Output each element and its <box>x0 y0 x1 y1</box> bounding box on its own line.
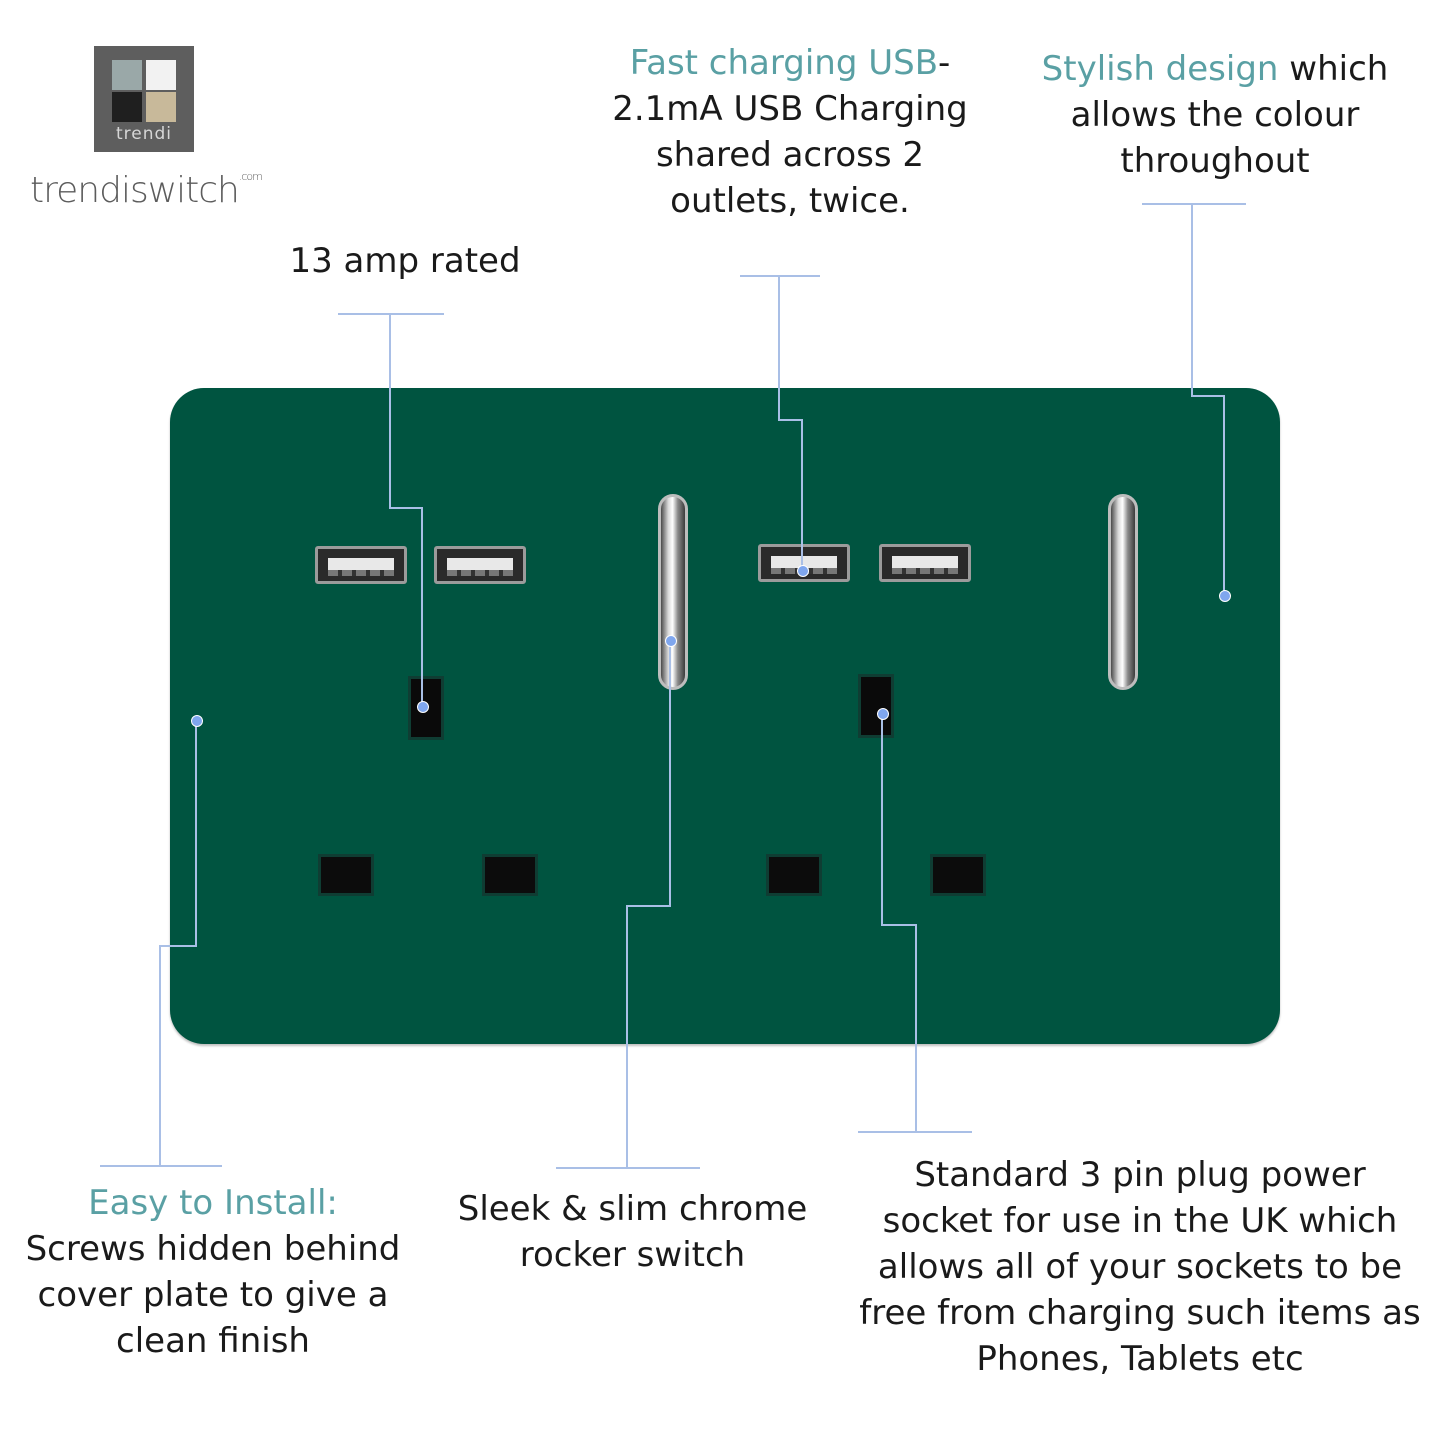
callout-dot <box>665 635 677 647</box>
callout-dot <box>877 708 889 720</box>
logo-mark: trendi <box>94 46 194 152</box>
usb-charging-text: - 2.1mA USB Charging shared across 2 out… <box>612 43 968 221</box>
design-note: Stylish design which allows the colour t… <box>1020 46 1410 184</box>
rocker-text: Sleek & slim chrome rocker switch <box>457 1189 808 1275</box>
design-text: which allows the colour throughout <box>1070 49 1389 181</box>
socket-hole-icon <box>482 854 538 896</box>
logo-small-text: trendi <box>115 124 173 144</box>
socket-text: Standard 3 pin plug power socket for use… <box>859 1155 1421 1379</box>
brand-suffix: .com <box>238 170 263 183</box>
logo-tile-1 <box>112 60 142 90</box>
socket-hole-icon <box>930 854 986 896</box>
socket-note: Standard 3 pin plug power socket for use… <box>855 1152 1425 1382</box>
amp-rating-text: 13 amp rated <box>289 241 521 281</box>
double-socket-plate <box>170 388 1280 1044</box>
leader-amp <box>338 313 444 706</box>
logo-tile-2 <box>146 60 176 90</box>
brand-name: trendiswitch.com <box>30 170 263 211</box>
callout-dot <box>797 565 809 577</box>
leader-install <box>100 720 222 1167</box>
leader-usb <box>740 275 820 570</box>
logo-tile-3 <box>112 92 142 122</box>
callout-dot <box>191 715 203 727</box>
brand-text: trendiswitch <box>30 170 240 211</box>
design-highlight: Stylish design <box>1041 49 1279 89</box>
install-text: Screws hidden behind cover plate to give… <box>25 1229 401 1361</box>
callout-dot <box>417 701 429 713</box>
usb-port-icon <box>434 546 526 584</box>
socket-hole-icon <box>766 854 822 896</box>
usb-port-icon <box>879 544 971 582</box>
callout-dot <box>1219 590 1231 602</box>
install-note: Easy to Install: Screws hidden behind co… <box>8 1180 418 1364</box>
leader-socket <box>858 713 972 1133</box>
socket-hole-icon <box>858 674 894 738</box>
rocker-note: Sleek & slim chrome rocker switch <box>440 1186 825 1278</box>
rocker-switch-icon[interactable] <box>1108 494 1138 690</box>
amp-rating-note: 13 amp rated <box>255 238 555 284</box>
socket-hole-icon <box>318 854 374 896</box>
logo-tile-4 <box>146 92 176 122</box>
usb-charging-highlight: Fast charging USB <box>629 43 939 83</box>
install-highlight: Easy to Install: <box>88 1183 338 1223</box>
leader-rocker <box>556 640 700 1169</box>
usb-charging-note: Fast charging USB- 2.1mA USB Charging sh… <box>600 40 980 224</box>
rocker-switch-icon[interactable] <box>658 494 688 690</box>
leader-design <box>1142 203 1246 595</box>
usb-port-icon <box>315 546 407 584</box>
